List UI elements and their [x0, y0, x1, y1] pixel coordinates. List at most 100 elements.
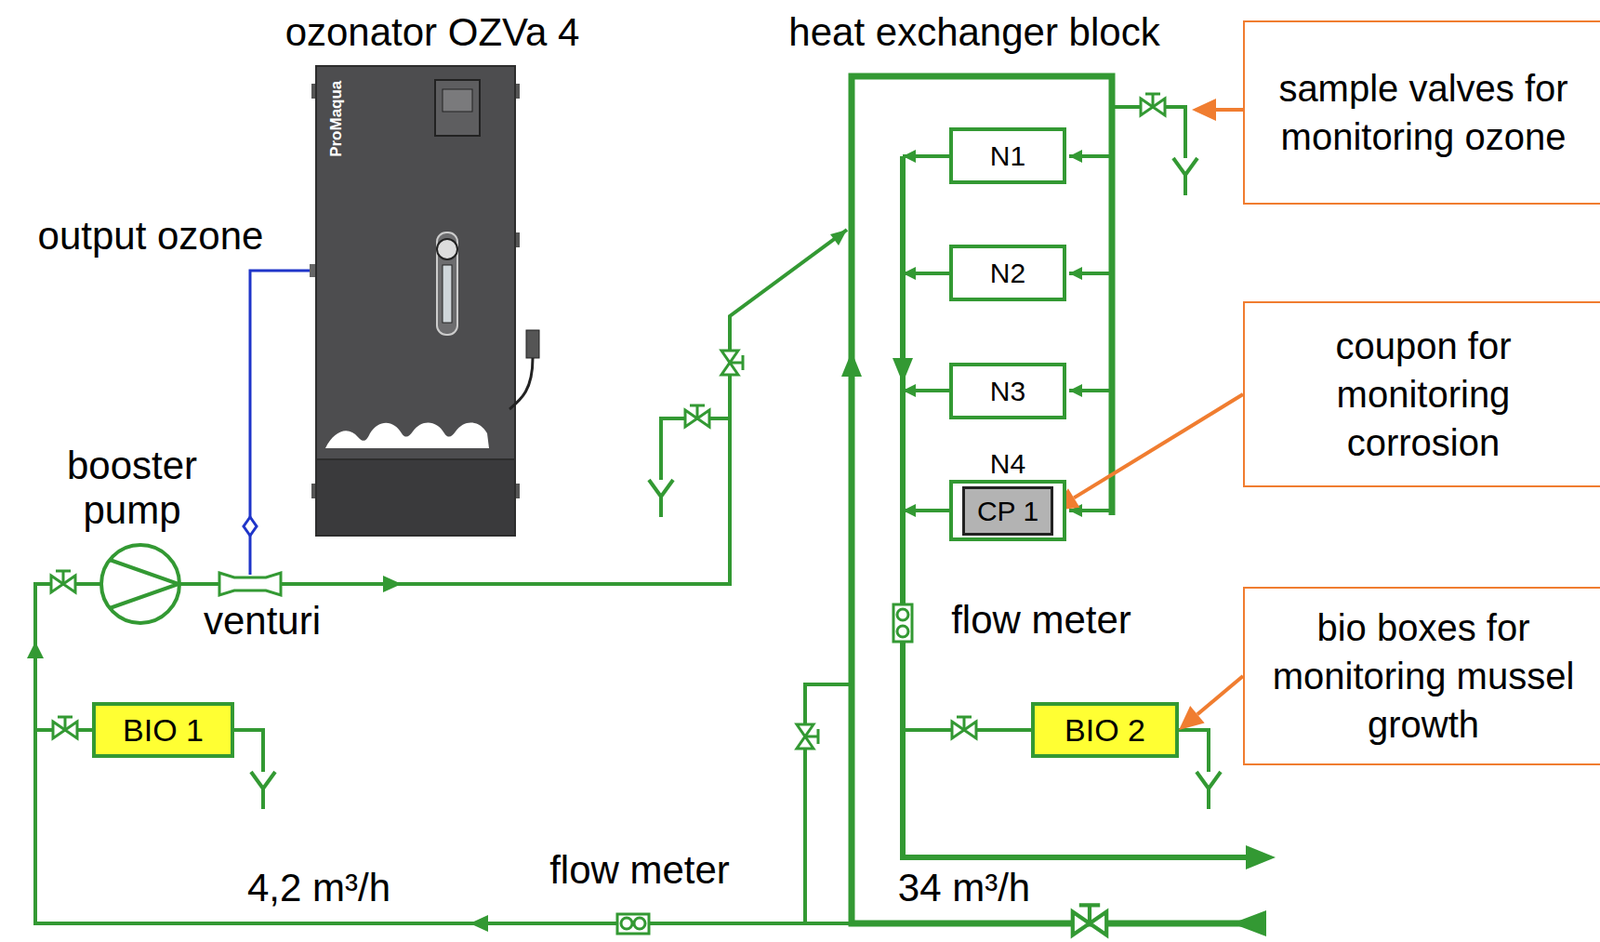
callout-leader [1191, 98, 1251, 121]
callout-box: sample valves for monitoring ozone [1242, 20, 1600, 205]
component-label: flow meter [951, 597, 1132, 643]
node-label: N1 [990, 137, 1026, 174]
pipe-arrows [1069, 266, 1083, 280]
ozonator-unit [436, 238, 458, 260]
ozonator-unit [442, 89, 473, 112]
brand-logo: ProMaqua [327, 80, 346, 158]
node-label: BIO 1 [122, 709, 204, 751]
side-stream-pipe [661, 418, 730, 480]
valves [52, 716, 78, 739]
node-label: CP 1 [977, 492, 1039, 529]
side-stream-pipe [805, 684, 852, 924]
node-label: BIO 2 [1064, 709, 1146, 751]
side-stream-pipe [1069, 156, 1112, 511]
flow-meter-symbols [897, 608, 909, 621]
side-stream-pipe [35, 583, 852, 924]
arrow-head [1178, 705, 1205, 730]
main-arrows [841, 351, 1276, 937]
venturi-symbol [219, 572, 281, 596]
flow-rate: 4,2 m³/h [247, 865, 391, 911]
side-stream-pipe [902, 156, 950, 511]
main-arrows [841, 351, 862, 377]
ozonator-unit [435, 79, 480, 136]
callout-arrow [1178, 675, 1243, 730]
flow-meter-symbols [634, 917, 646, 929]
ozonator-unit [325, 422, 490, 449]
ozonator-unit [442, 264, 452, 323]
ozonator-unit [526, 330, 540, 358]
side-stream-pipe [280, 229, 847, 584]
valves [721, 350, 743, 375]
main-arrows [892, 357, 913, 384]
flow-meter-symbols [893, 604, 913, 642]
valves [51, 570, 76, 593]
pipe-arrows [1069, 149, 1083, 163]
booster-pump [101, 544, 180, 623]
component-label: flow meter [549, 847, 730, 893]
drain-symbols [251, 771, 276, 809]
valves [1072, 904, 1107, 935]
callout-box: bio boxes for monitoring mussel growth [1242, 586, 1600, 766]
drain-symbols [251, 158, 1221, 809]
valves [1072, 904, 1107, 935]
venturi-symbol [219, 572, 281, 596]
component-label: venturi [203, 598, 321, 644]
flow-rate: 34 m³/h [898, 865, 1031, 911]
node-label: sample valves for monitoring ozone [1244, 64, 1600, 161]
component-label: booster pump [39, 443, 225, 534]
valves [952, 716, 977, 739]
valves [796, 724, 819, 749]
booster-pump [101, 544, 180, 623]
pipe-arrows [383, 575, 402, 593]
bio-box: BIO 2 [1031, 701, 1179, 758]
pipe-arrows [26, 149, 1083, 932]
arrow-line [1073, 394, 1243, 498]
bio-box: BIO 1 [92, 701, 235, 758]
main-pipe [851, 76, 1246, 924]
flow-meter-symbols [617, 913, 649, 934]
ozonator-unit [309, 66, 540, 536]
side-stream-pipe [179, 581, 220, 586]
pipe-arrows [1069, 383, 1083, 397]
valves [685, 405, 710, 427]
flow-meter-symbols [621, 917, 633, 929]
heat-exchanger-box: N3 [949, 362, 1067, 420]
pipe-arrows [26, 641, 44, 659]
node-label: bio boxes for monitoring mussel growth [1244, 603, 1600, 749]
main-arrows [1245, 845, 1276, 870]
side-stream-pipe [234, 729, 264, 772]
side-stream-pipe [1111, 106, 1186, 159]
ozonator-unit [316, 459, 516, 536]
node-label: N3 [990, 372, 1026, 410]
heat-exchanger-box: N4CP 1 [949, 479, 1067, 542]
ozone-line [250, 270, 310, 575]
heat-exchanger-box: N2 [949, 244, 1067, 302]
drain-symbols [1173, 158, 1198, 196]
main-pipe [902, 156, 1251, 858]
drain-symbols [648, 479, 674, 517]
pipe-arrows [830, 229, 847, 246]
heat-exchanger-box: N1 [949, 127, 1067, 185]
port-label: output ozone [38, 213, 265, 259]
callout-arrow [1053, 394, 1243, 511]
ozonator-unit [316, 66, 516, 536]
valves [1140, 93, 1165, 116]
ozonator-unit [509, 357, 533, 410]
callout-box: coupon for monitoring corrosion [1242, 301, 1600, 488]
corrosion-coupon: CP 1 [962, 486, 1054, 536]
drain-symbols [1196, 771, 1221, 809]
callout-leader [1191, 98, 1217, 121]
ozone-line [243, 270, 310, 575]
side-stream-pipe [35, 106, 1209, 924]
main-arrows [1231, 910, 1267, 937]
ozone-line [243, 516, 257, 536]
main-pipe [851, 76, 1251, 924]
node-heading: N4 [952, 445, 1063, 484]
pipe-arrows [469, 914, 489, 932]
node-label: N2 [990, 254, 1026, 291]
side-stream-pipe [1178, 729, 1209, 772]
booster-pump [109, 559, 179, 609]
node-label: coupon for monitoring corrosion [1244, 321, 1600, 467]
arrow-line [1197, 675, 1243, 715]
